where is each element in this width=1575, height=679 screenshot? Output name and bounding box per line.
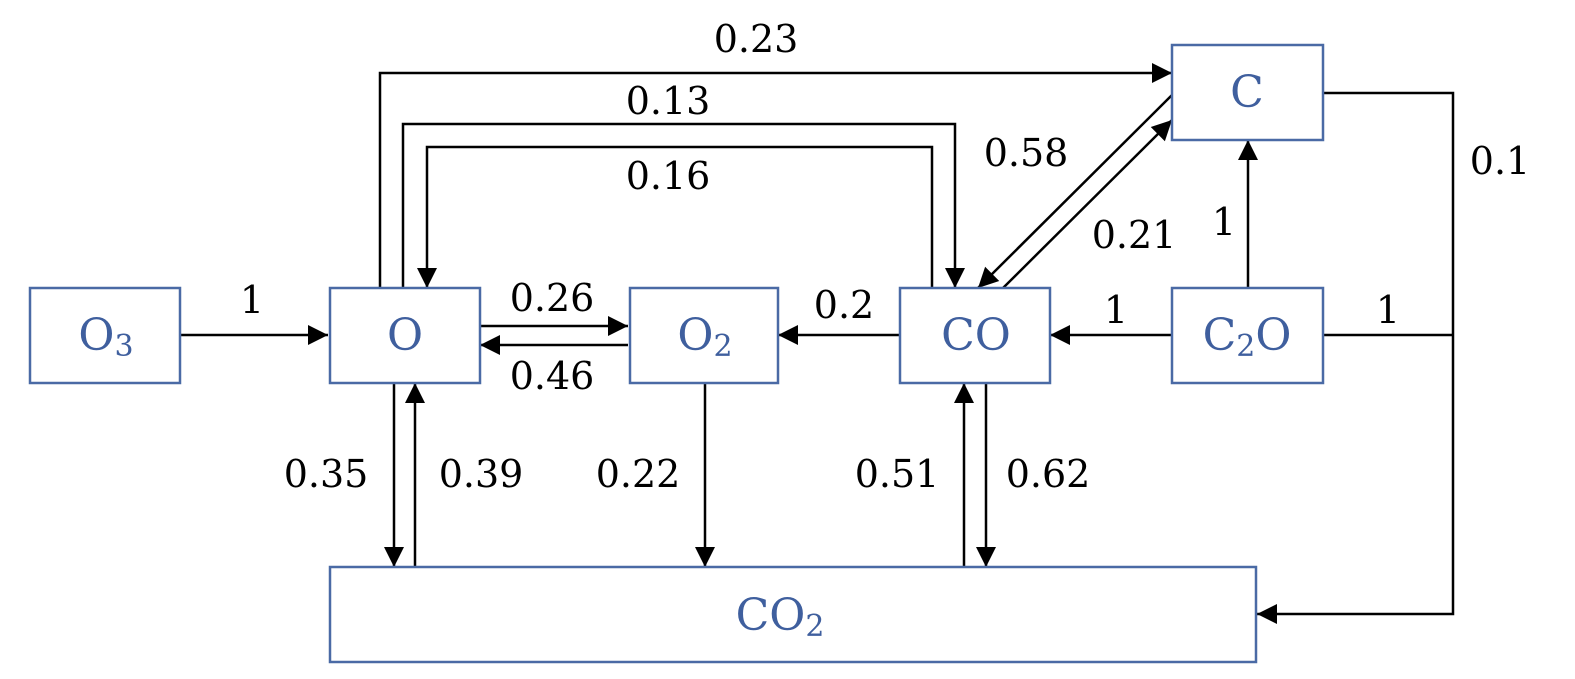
node-o-box [328, 286, 482, 385]
node-co: CO [898, 286, 1052, 385]
edge-label-c2o-c: 1 [1212, 200, 1236, 244]
edge-label-co2-co: 0.51 [855, 452, 940, 496]
node-c-label: C [1230, 67, 1264, 118]
node-o2-label: O2 [677, 310, 732, 364]
node-o: O [328, 286, 482, 385]
edge-co-o [417, 145, 934, 288]
node-co2: CO2 [328, 565, 1258, 664]
edge-c-co2 [1257, 91, 1455, 624]
edge-label-co2-o: 0.39 [439, 452, 524, 496]
node-o3-label: O3 [78, 310, 133, 364]
edge-label-o-c: 0.23 [714, 17, 799, 61]
edge-label-co-o2: 0.2 [814, 283, 874, 327]
edge-label-co-o: 0.16 [626, 154, 711, 198]
edge-label-o-co: 0.13 [626, 79, 711, 123]
node-c2o: C2O [1170, 286, 1325, 385]
edge-o-co [401, 122, 965, 288]
edge-label-co-c: 0.21 [1092, 213, 1177, 257]
node-co-label: CO [941, 310, 1011, 361]
edge-label-o3-o: 1 [240, 278, 264, 322]
edge-label-c2o-co2: 1 [1376, 288, 1400, 332]
edge-label-c-co: 0.58 [984, 131, 1069, 175]
edge-o-c [378, 63, 1172, 288]
edge-label-co-co2: 0.62 [1006, 452, 1091, 496]
edge-label-o2-o: 0.46 [510, 354, 595, 398]
edge-label-c-co2: 0.1 [1470, 139, 1530, 183]
node-o2-box [628, 286, 780, 385]
node-o3: O3 [28, 286, 182, 385]
node-c2o-label: C2O [1203, 310, 1292, 364]
node-c-box [1170, 43, 1325, 142]
edge-labels: 1 0.23 0.13 0.16 0.58 0.21 0.1 1 0.26 0.… [240, 17, 1530, 496]
node-co2-label: CO2 [736, 590, 825, 644]
edge-co-c [1002, 119, 1173, 289]
edge-label-o-o2: 0.26 [510, 276, 595, 320]
node-co-box [898, 286, 1052, 385]
node-c2o-box [1170, 286, 1325, 385]
nodes: O3 O O2 CO C2O C CO2 [28, 43, 1325, 664]
node-o3-box [28, 286, 182, 385]
edges [180, 63, 1455, 624]
edge-c-co [977, 94, 1173, 289]
node-co2-box [328, 565, 1258, 664]
edge-label-o2-co2: 0.22 [596, 452, 681, 496]
node-o-label: O [387, 310, 423, 361]
node-o2: O2 [628, 286, 780, 385]
edge-label-o-co2: 0.35 [284, 452, 369, 496]
edge-label-c2o-co: 1 [1104, 288, 1128, 332]
node-c: C [1170, 43, 1325, 142]
